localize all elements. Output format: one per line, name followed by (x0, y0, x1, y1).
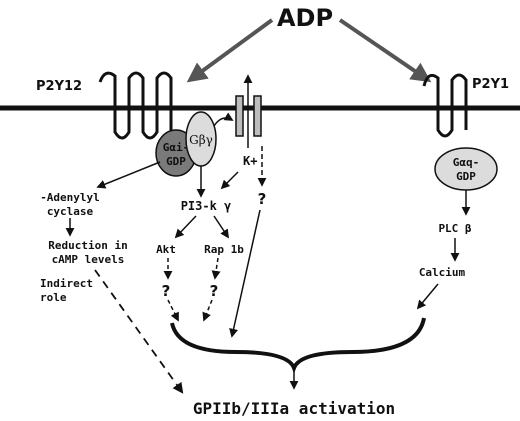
gbg-to-channel-arrow (213, 112, 234, 127)
k-channel-left-subunit (235, 95, 244, 137)
camp-label-2: cAMP levels (52, 253, 125, 266)
g-alpha-q-protein (434, 147, 498, 191)
p2y1-label: P2Y1 (472, 77, 509, 92)
pi3k-to-akt-arrow (174, 215, 197, 239)
rap1b-down-dashed-arrow (211, 257, 221, 280)
indirect-dashed-arrow (94, 269, 184, 394)
akt-unknown-mark: ? (162, 282, 171, 300)
calcium-to-convergence-arrow (416, 283, 439, 310)
camp-label-1: Reduction in (48, 239, 127, 252)
indirect-label-1: Indirect (40, 277, 93, 290)
plc-label: PLC β (438, 222, 471, 235)
k-channel-right-subunit (253, 95, 262, 137)
k-unknown-mark: ? (258, 190, 267, 208)
g-alpha-i-label-2: GDP (166, 155, 186, 168)
pi3k-to-rap1b-arrow (213, 215, 229, 239)
adp-to-p2y1-arrow (338, 18, 432, 83)
calcium-label: Calcium (419, 266, 466, 279)
pi3k-label: PI3-k γ (181, 199, 232, 213)
g-alpha-i-label-1: Gαi- (163, 141, 190, 154)
k-unknown-to-convergence-arrow (229, 209, 261, 338)
adenylyl-label-2: cyclase (47, 205, 94, 218)
indirect-label-2: role (40, 291, 67, 304)
k-to-pi3k-arrow (220, 171, 239, 190)
g-alpha-q-label-2: GDP (456, 170, 476, 183)
convergence-brace (170, 317, 426, 374)
adp-to-p2y12-arrow (186, 18, 274, 83)
rap1b-unknown-mark: ? (210, 282, 219, 300)
rap1b-label: Rap 1b (204, 243, 244, 256)
g-beta-gamma-label: Gβγ (189, 133, 213, 147)
rap1b-to-convergence-dashed-arrow (202, 299, 213, 322)
p2y12-label: P2Y12 (36, 79, 82, 94)
p2y12-receptor-icon (98, 71, 173, 140)
adp-label: ADP (277, 4, 333, 32)
akt-to-convergence-dashed-arrow (167, 299, 179, 322)
akt-label: Akt (156, 243, 176, 256)
gpiib-iiia-activation-label: GPIIb/IIIa activation (193, 399, 395, 418)
adenylyl-label-1: -Adenylyl (40, 191, 100, 204)
p2y1-receptor-icon (422, 73, 468, 138)
gi-to-adenylyl-arrow (96, 161, 161, 189)
g-alpha-q-label-1: Gαq- (453, 156, 480, 169)
k-plus-label: K+ (243, 154, 257, 168)
